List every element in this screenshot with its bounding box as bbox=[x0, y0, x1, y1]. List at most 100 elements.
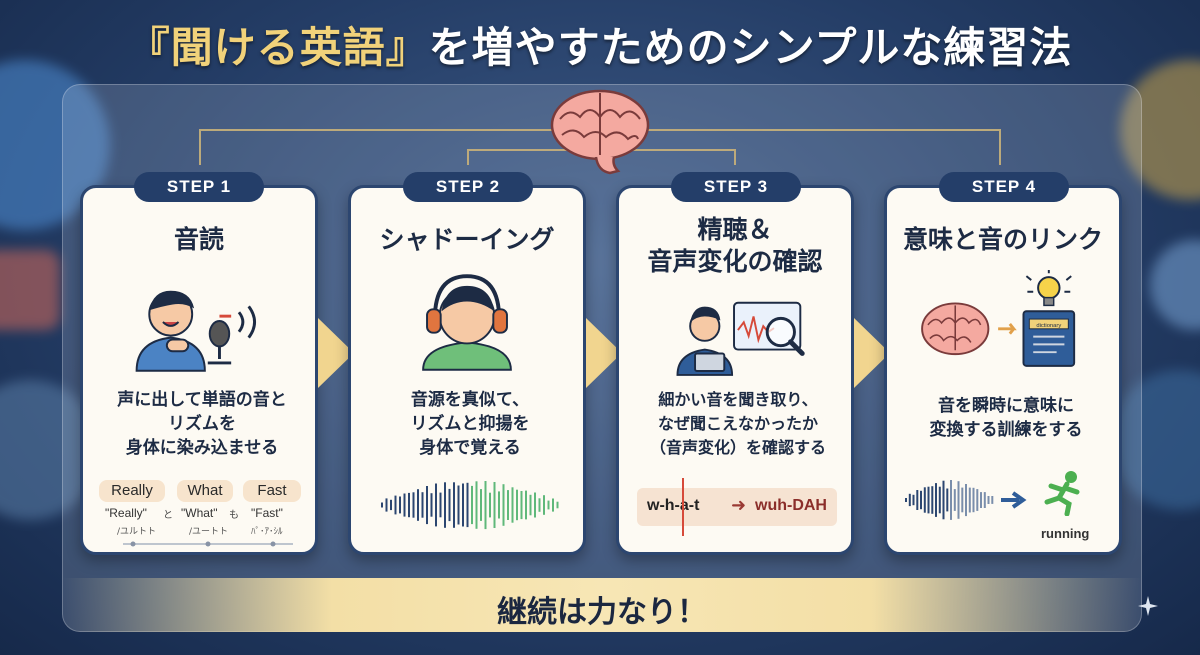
headphones-icon bbox=[426, 274, 508, 334]
step1-desc-3: 身体に染み込ませる bbox=[125, 438, 279, 458]
wave-bar bbox=[520, 491, 523, 520]
step3-title-2: 音声変化の確認 bbox=[647, 247, 823, 276]
wave-bar bbox=[439, 492, 442, 518]
step-badge-2: STEP 2 bbox=[403, 172, 533, 202]
step-badge-3: STEP 3 bbox=[671, 172, 801, 202]
arrow-right-icon: ➜ bbox=[731, 495, 747, 516]
wave-bar bbox=[466, 482, 469, 528]
wave-bar bbox=[953, 489, 956, 511]
wave-bar bbox=[946, 488, 949, 512]
step-badge-4: STEP 4 bbox=[939, 172, 1069, 202]
wave-bar bbox=[983, 492, 986, 508]
wave-bar bbox=[399, 496, 401, 514]
sound-marker bbox=[682, 478, 684, 536]
wave-bar bbox=[942, 480, 945, 520]
word-chip-fast: Fast bbox=[243, 480, 301, 502]
wave-bar bbox=[961, 487, 964, 513]
step4-title: 意味と音のリンク bbox=[902, 225, 1103, 254]
wave-bar bbox=[556, 501, 559, 509]
wave-bar bbox=[502, 484, 505, 526]
sparkle-icon bbox=[1138, 596, 1158, 616]
step3-desc-3: （音声変化）を確認する bbox=[649, 438, 826, 457]
wave-bar bbox=[972, 487, 975, 513]
soundwave-small bbox=[905, 480, 994, 520]
wave-bar bbox=[484, 481, 487, 530]
runner-icon bbox=[1044, 471, 1080, 516]
wave-bar bbox=[435, 483, 437, 527]
step4-desc-2: 変換する訓練をする bbox=[929, 420, 1083, 440]
wave-bar bbox=[950, 480, 952, 520]
speaking-person-illustration bbox=[135, 290, 257, 372]
word-chip-really: Really bbox=[99, 480, 165, 502]
wave-bar bbox=[552, 498, 554, 512]
wave-bar bbox=[968, 487, 971, 513]
wave-bar bbox=[471, 485, 473, 525]
wave-bar bbox=[381, 502, 383, 508]
title-rest: を増やすためのシンプルな練習法 bbox=[428, 23, 1073, 72]
page-title: 『聞ける英語』を増やすためのシンプルな練習法 bbox=[0, 14, 1200, 75]
step-card-2: シャドーイング 音源を真似て、 リズムと抑揚を 身体で覚える bbox=[348, 185, 586, 555]
sound-to: wuh-DAH bbox=[755, 497, 827, 514]
wave-bar bbox=[403, 493, 406, 517]
step-card-1: 音読 声に出して単語の音と リズムを 身体に染み込ませる Really What… bbox=[80, 185, 318, 555]
footer-banner: 継続は力なり！ bbox=[62, 578, 1142, 632]
arrow-to-runner-icon bbox=[1001, 491, 1027, 509]
wave-bar bbox=[957, 481, 960, 519]
wave-bar bbox=[516, 489, 518, 521]
wave-bar bbox=[912, 494, 915, 506]
wave-bar bbox=[905, 498, 907, 502]
wave-bar bbox=[927, 486, 930, 514]
microphone-icon bbox=[207, 320, 232, 365]
wave-bar bbox=[444, 482, 446, 528]
wave-bar bbox=[547, 500, 550, 510]
wave-bar bbox=[931, 486, 934, 514]
running-label: running bbox=[1041, 526, 1090, 541]
wave-bar bbox=[462, 483, 464, 527]
book-icon: dictionary bbox=[1022, 310, 1076, 367]
step4-desc-1: 音を瞬時に意味に bbox=[938, 396, 1074, 416]
small-brain-icon bbox=[921, 302, 990, 356]
wave-bar bbox=[538, 498, 541, 512]
arrow-step1-to-2 bbox=[318, 318, 354, 388]
wave-bar bbox=[426, 486, 428, 525]
wave-bar bbox=[529, 494, 532, 516]
lightbulb-icon bbox=[1025, 270, 1072, 307]
wave-bar bbox=[525, 490, 527, 520]
wave-bar bbox=[908, 493, 911, 507]
brain-icon bbox=[550, 89, 650, 175]
wave-bar bbox=[935, 483, 937, 517]
word-kana-fast: ﾊﾟ･ｱ･ｼﾙ bbox=[251, 527, 283, 537]
connector-to: と bbox=[163, 510, 173, 521]
sound-change-box: w-h-a-t ➜ wuh-DAH bbox=[637, 488, 837, 526]
word-quote-what: "What" bbox=[181, 506, 218, 520]
step-badge-1: STEP 1 bbox=[134, 172, 264, 202]
book-label: dictionary bbox=[1036, 323, 1061, 329]
headphones-person-illustration bbox=[422, 274, 512, 371]
wave-bar bbox=[408, 492, 410, 518]
step1-desc-1: 声に出して単語の音と bbox=[117, 390, 287, 410]
step1-title: 音読 bbox=[173, 225, 224, 254]
word-kana-really: /ユルトト bbox=[117, 527, 157, 537]
wave-bar bbox=[511, 487, 514, 523]
step3-title-1: 精聴＆ bbox=[697, 215, 773, 244]
word-quote-really: "Really" bbox=[105, 506, 147, 520]
brain-book-illustration: dictionary bbox=[921, 270, 1076, 367]
wave-bar bbox=[394, 495, 397, 515]
word-quote-fast: "Fast" bbox=[251, 506, 283, 520]
wave-bar bbox=[385, 498, 388, 512]
step2-title: シャドーイング bbox=[379, 225, 555, 254]
wave-bar bbox=[493, 482, 496, 528]
step1-desc-2: リズムを bbox=[168, 414, 236, 434]
step2-desc-2: リズムと抑揚を bbox=[410, 414, 530, 434]
wave-bar bbox=[489, 492, 491, 518]
word-chip-what: What bbox=[177, 480, 233, 502]
footer-slogan: 継続は力なり！ bbox=[497, 595, 707, 630]
wave-bar bbox=[430, 493, 433, 517]
wave-bar bbox=[412, 492, 415, 518]
connector-mo: も bbox=[229, 510, 239, 521]
step2-desc-1: 音源を真似て、 bbox=[410, 390, 530, 410]
wave-bar bbox=[991, 496, 994, 504]
analysis-person-illustration bbox=[676, 301, 805, 376]
wave-bar bbox=[421, 492, 424, 518]
